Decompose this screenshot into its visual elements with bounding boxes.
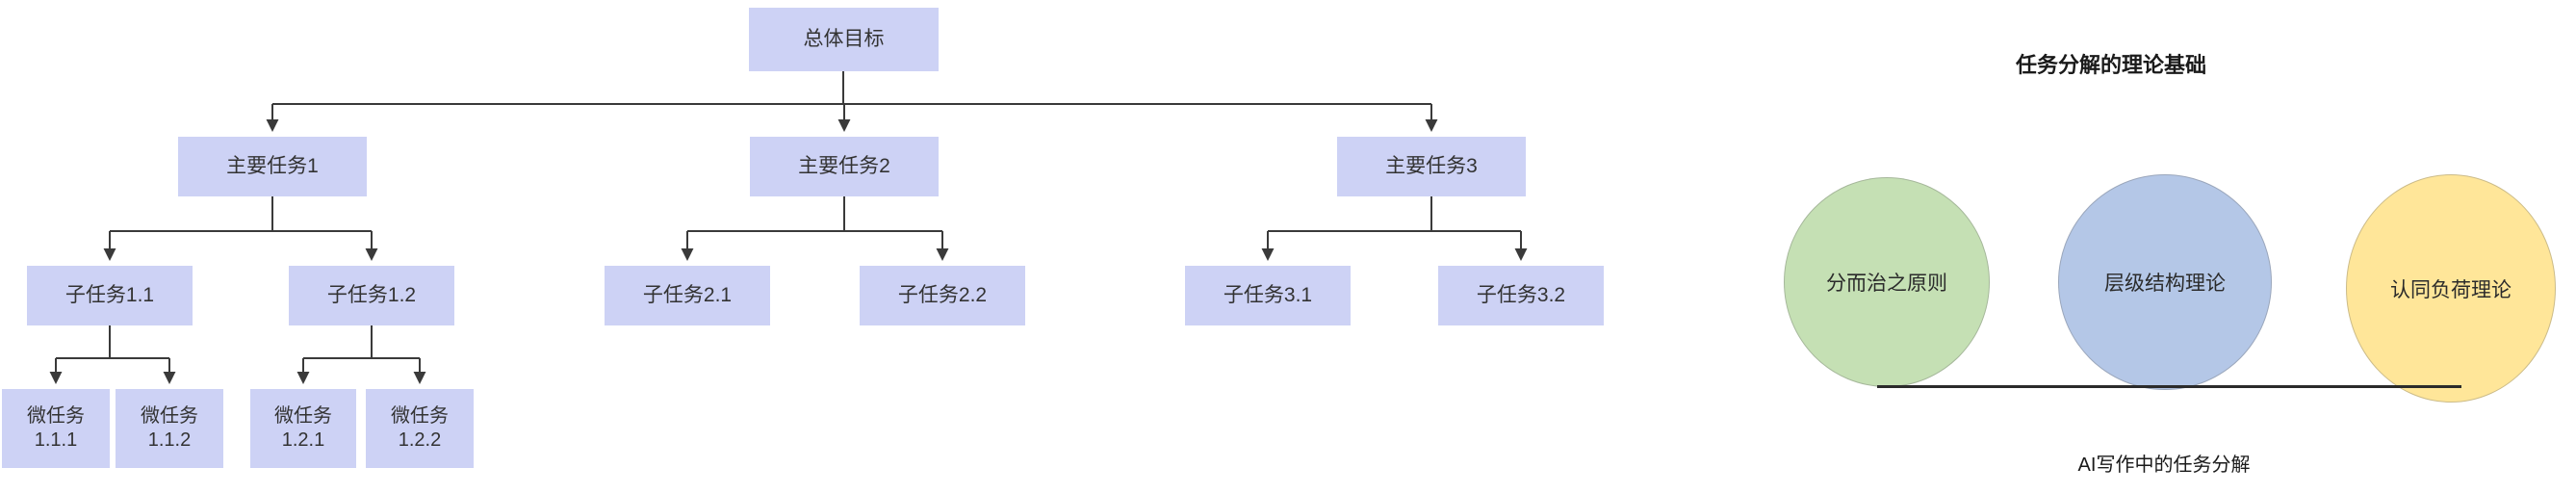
node-micro-task-1-1-1: 微任务 1.1.1 xyxy=(2,389,110,468)
micro-task-label-line2: 1.2.1 xyxy=(281,429,325,451)
theory-panel-title: 任务分解的理论基础 xyxy=(2015,53,2206,77)
node-sub-task-3-1: 子任务3.1 xyxy=(1185,266,1351,325)
node-micro-task-1-1-2: 微任务 1.1.2 xyxy=(116,389,223,468)
node-main-task-3: 主要任务3 xyxy=(1337,137,1526,196)
node-micro-task-1-2-1: 微任务 1.2.1 xyxy=(250,389,356,468)
micro-task-label-line1: 微任务 xyxy=(274,405,332,427)
theory-circle-cognitive-load: 认同负荷理论 xyxy=(2346,174,2556,403)
theory-panel-caption: AI写作中的任务分解 xyxy=(2077,455,2251,476)
micro-task-label-line2: 1.1.2 xyxy=(147,429,192,451)
node-sub-task-3-2: 子任务3.2 xyxy=(1438,266,1604,325)
micro-task-label-line2: 1.1.1 xyxy=(34,429,78,451)
theory-circle-divide-and-conquer: 分而治之原则 xyxy=(1784,177,1990,387)
node-sub-task-2-1: 子任务2.1 xyxy=(605,266,770,325)
node-main-task-1: 主要任务1 xyxy=(178,137,367,196)
node-overall-goal: 总体目标 xyxy=(749,8,939,71)
theory-circle-hierarchical-structure: 层级结构理论 xyxy=(2058,174,2272,390)
node-micro-task-1-2-2: 微任务 1.2.2 xyxy=(366,389,474,468)
micro-task-label-line2: 1.2.2 xyxy=(398,429,442,451)
micro-task-label-line1: 微任务 xyxy=(27,405,85,427)
micro-task-label-line1: 微任务 xyxy=(141,405,198,427)
node-sub-task-1-2: 子任务1.2 xyxy=(289,266,454,325)
node-main-task-2: 主要任务2 xyxy=(750,137,939,196)
node-sub-task-1-1: 子任务1.1 xyxy=(27,266,193,325)
micro-task-label-line1: 微任务 xyxy=(391,405,449,427)
node-sub-task-2-2: 子任务2.2 xyxy=(860,266,1025,325)
theory-baseline-rule xyxy=(1877,385,2461,388)
